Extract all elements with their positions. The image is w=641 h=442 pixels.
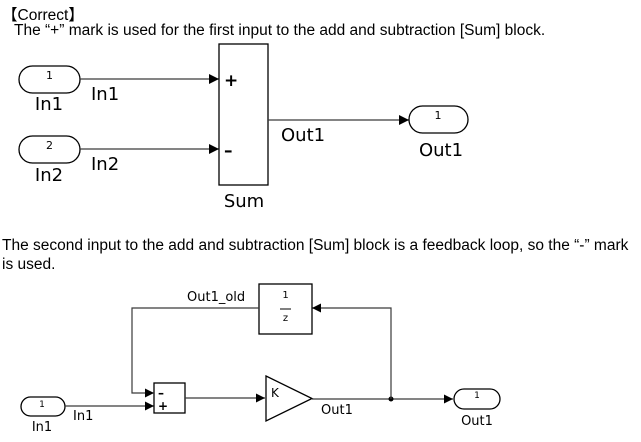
sum-block-name: Sum xyxy=(224,191,264,212)
inport-in1[interactable]: 1 In1 xyxy=(18,65,81,115)
inport-in2-number: 2 xyxy=(46,139,53,152)
diagram-2: 1 In1 In1 – + K Out1 1 z xyxy=(20,283,501,435)
signal-line-feedback-to-delay[interactable] xyxy=(312,303,392,399)
signal-label-in1: In1 xyxy=(91,84,119,105)
inport-in2-name: In2 xyxy=(35,165,63,186)
sum-bottom-sign-minus: – xyxy=(158,386,164,400)
signal-label-out1-old: Out1_old xyxy=(187,290,245,305)
inport-in1-bottom[interactable]: 1 In1 xyxy=(20,396,66,435)
caption-second: The second input to the add and subtract… xyxy=(2,237,629,273)
signal-label-in1-bottom: In1 xyxy=(73,409,93,424)
inport-in1-bottom-name: In1 xyxy=(32,420,52,435)
sum-block-bottom[interactable]: – + xyxy=(153,382,186,414)
gain-block[interactable]: K xyxy=(265,374,314,423)
outport-out1[interactable]: 1 Out1 xyxy=(408,105,469,161)
sum-bottom-sign-plus: + xyxy=(158,399,168,413)
outport-out1-name: Out1 xyxy=(419,140,463,161)
inport-in1-number: 1 xyxy=(46,69,53,82)
delay-denominator: z xyxy=(283,313,288,324)
delay-numerator: 1 xyxy=(282,290,288,301)
outport-out1-number: 1 xyxy=(435,109,442,122)
sum-sign-plus: + xyxy=(224,71,238,91)
caption-first: The “+” mark is used for the first input… xyxy=(14,22,546,39)
outport-out1-bottom[interactable]: 1 Out1 xyxy=(453,388,501,429)
signal-label-out1-bottom: Out1 xyxy=(321,403,353,418)
signal-line-out1-old[interactable] xyxy=(131,307,259,398)
outport-out1-bottom-name: Out1 xyxy=(461,414,493,429)
section-heading: 【Correct】 xyxy=(2,7,84,24)
sum-sign-minus: – xyxy=(224,141,233,161)
inport-in1-bottom-number: 1 xyxy=(39,400,45,410)
sum-block[interactable]: + – Sum xyxy=(218,43,269,212)
gain-label: K xyxy=(271,386,280,400)
signal-label-in2: In2 xyxy=(91,154,119,175)
unit-delay-block[interactable]: 1 z xyxy=(258,283,313,335)
outport-out1-bottom-number: 1 xyxy=(474,391,480,401)
inport-in2[interactable]: 2 In2 xyxy=(18,135,81,186)
diagram-1: 1 In1 In1 2 In2 In2 + – Sum Out1 1 Out1 xyxy=(18,43,469,212)
signal-label-out1: Out1 xyxy=(281,125,325,146)
inport-in1-name: In1 xyxy=(35,94,63,115)
